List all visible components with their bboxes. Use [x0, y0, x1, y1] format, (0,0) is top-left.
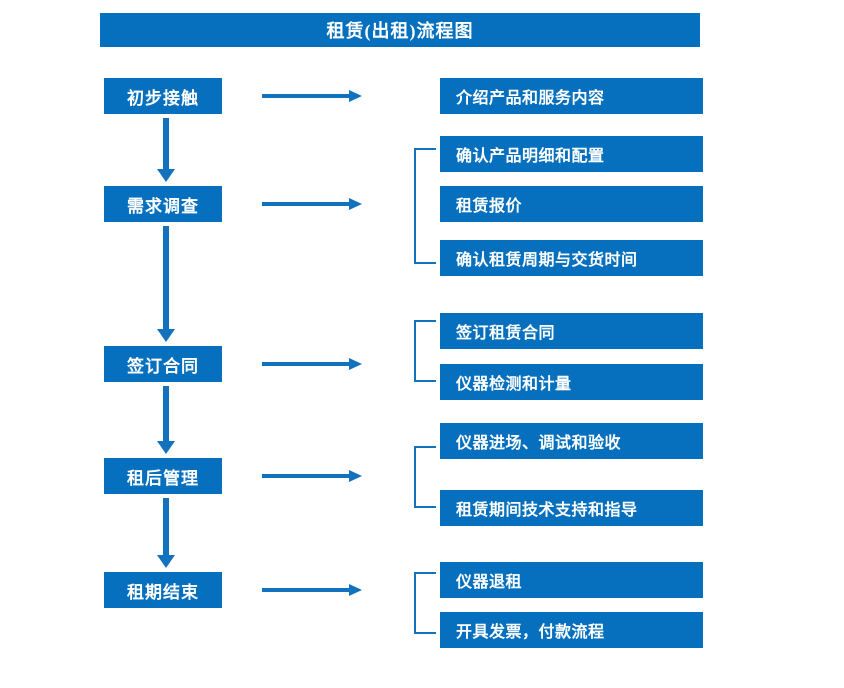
detail-box-5-2[interactable]: 开具发票，付款流程	[440, 612, 703, 648]
detail-box-2-2[interactable]: 租赁报价	[440, 186, 703, 222]
detail-box-3-2[interactable]: 仪器检测和计量	[440, 364, 703, 400]
stage-box-1[interactable]: 初步接触	[104, 78, 222, 114]
detail-box-4-2[interactable]: 租赁期间技术支持和指导	[440, 490, 703, 526]
branch-arrow-right-5	[262, 583, 362, 597]
diagram-title: 租赁(出租)流程图	[100, 13, 700, 47]
group-bracket-3	[414, 320, 436, 382]
stage-box-2[interactable]: 需求调查	[104, 186, 222, 222]
branch-arrow-right-4	[262, 469, 362, 483]
detail-box-2-1[interactable]: 确认产品明细和配置	[440, 136, 703, 172]
flow-arrow-down-4	[157, 498, 175, 568]
group-bracket-5	[414, 572, 436, 634]
flow-arrow-down-1	[157, 118, 175, 182]
stage-box-4[interactable]: 租后管理	[104, 458, 222, 494]
detail-box-5-1[interactable]: 仪器退租	[440, 562, 703, 598]
detail-box-3-1[interactable]: 签订租赁合同	[440, 313, 703, 349]
group-bracket-4	[414, 446, 436, 508]
detail-box-4-1[interactable]: 仪器进场、调试和验收	[440, 423, 703, 459]
detail-box-2-3[interactable]: 确认租赁周期与交货时间	[440, 240, 703, 276]
group-bracket-2	[414, 148, 436, 264]
branch-arrow-right-3	[262, 357, 362, 371]
stage-box-5[interactable]: 租期结束	[104, 572, 222, 608]
flow-arrow-down-2	[157, 226, 175, 342]
branch-arrow-right-1	[262, 89, 362, 103]
branch-arrow-right-2	[262, 197, 362, 211]
flow-arrow-down-3	[157, 386, 175, 454]
stage-box-3[interactable]: 签订合同	[104, 346, 222, 382]
detail-box-1-1[interactable]: 介绍产品和服务内容	[440, 78, 703, 114]
